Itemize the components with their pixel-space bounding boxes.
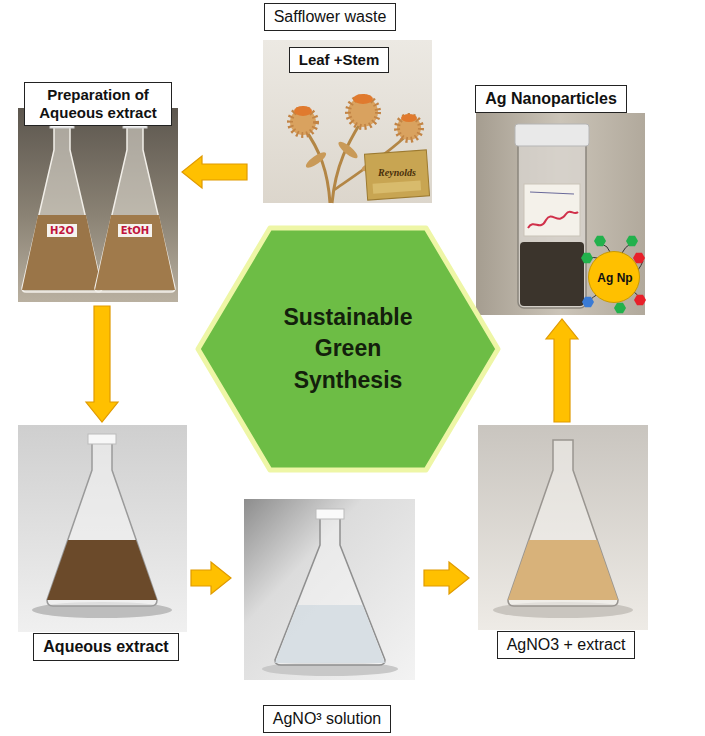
particle-label: Ag Np xyxy=(597,271,632,285)
silver-nitrate-photo xyxy=(244,499,415,680)
flask-label: EtOH xyxy=(118,224,152,237)
safflower-photo xyxy=(263,40,432,203)
step-panel: Aqueous extract xyxy=(18,425,188,662)
step-caption: Preparation of Aqueous extract xyxy=(24,82,172,126)
flask-label: H2O xyxy=(47,224,77,237)
flow-arrow xyxy=(424,562,469,594)
reaction-mixture-photo xyxy=(478,425,648,630)
flow-arrow xyxy=(86,306,118,422)
aqueous-extract-photo xyxy=(18,425,187,632)
nanoparticle-vial-photo xyxy=(476,113,646,315)
photo-tag: Leaf +Stem xyxy=(289,47,389,73)
brand-print: Reynolds xyxy=(378,167,416,178)
step-caption: Safflower waste xyxy=(264,3,397,30)
center-hexagon: Sustainable Green Synthesis xyxy=(195,225,501,473)
step-caption: AgNO³ solution xyxy=(263,705,392,732)
step-caption: AgNO3 + extract xyxy=(497,631,636,658)
step-caption: Ag Nanoparticles xyxy=(475,85,627,112)
hexagon-title: Sustainable Green Synthesis xyxy=(273,302,423,395)
flow-arrow xyxy=(182,156,247,188)
step-panel: AgNO3 + extract xyxy=(472,425,661,661)
step-panel: AgNO³ solution xyxy=(234,499,421,735)
flow-arrow xyxy=(191,562,231,594)
nanoparticle-circle: Ag Np xyxy=(588,251,640,303)
extract-flasks-photo xyxy=(18,108,178,302)
step-panel: Ag Nanoparticles Ag Np xyxy=(476,84,646,316)
flow-arrow xyxy=(546,319,578,422)
step-panel: Preparation of Aqueous extract xyxy=(18,84,179,303)
step-caption: Aqueous extract xyxy=(33,633,178,660)
